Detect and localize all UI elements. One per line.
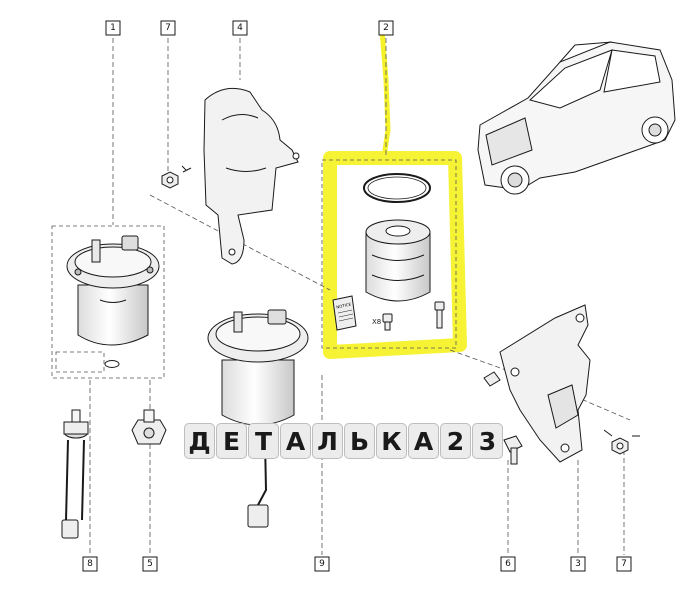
- filter-housing-icon: [207, 309, 309, 528]
- bolt-icon: [434, 301, 445, 329]
- quantity-label: X8: [372, 318, 381, 326]
- filter-housing-icon: [66, 235, 160, 346]
- sensor-icon: [131, 409, 167, 445]
- seal-subframe: [55, 351, 105, 373]
- sensor-icon: [61, 409, 89, 539]
- bolt-icon: [503, 435, 523, 465]
- fuel-filter-cartridge-icon: [365, 219, 431, 302]
- seal-ring-icon: [363, 173, 431, 203]
- callout-label: 7: [165, 23, 171, 33]
- callout-label: 2: [383, 23, 389, 33]
- bracket-icon: [499, 304, 591, 463]
- callout-label: 4: [237, 23, 243, 33]
- heat-shield-icon: [203, 87, 300, 265]
- kit-leaflet: NOTICE: [332, 295, 357, 331]
- callout-7: 7: [616, 556, 632, 572]
- kit-leaflet-label: NOTICE: [336, 301, 352, 309]
- leader-lines: [89, 30, 631, 555]
- bolt-icon: [382, 313, 393, 331]
- assembly-1-frame: [51, 225, 165, 379]
- callout-6: 6: [500, 556, 516, 572]
- callout-9: 9: [314, 556, 330, 572]
- nut-icon: [603, 429, 640, 455]
- car-icon: [477, 41, 676, 195]
- callout-label: 8: [87, 559, 93, 569]
- callout-5: 5: [142, 556, 158, 572]
- callout-3: 3: [570, 556, 586, 572]
- callout-label: 9: [319, 559, 325, 569]
- kit-2-frame: [321, 159, 457, 349]
- callout-label: 7: [621, 559, 627, 569]
- nut-icon: [161, 165, 192, 189]
- callout-2: 2: [378, 20, 394, 36]
- callout-8: 8: [82, 556, 98, 572]
- bolt-icon: [483, 371, 501, 387]
- seal-ring-inner: [367, 176, 427, 200]
- callout-label: 3: [575, 559, 581, 569]
- callout-4: 4: [232, 20, 248, 36]
- callout-boxes: 1 7 4 2 8 5 9 6 3 7: [82, 20, 632, 572]
- kit-highlight: [323, 27, 467, 359]
- callout-label: 5: [147, 559, 153, 569]
- callout-1: 1: [105, 20, 121, 36]
- seal-ring-icon: [104, 360, 120, 368]
- callout-7: 7: [160, 20, 176, 36]
- callout-label: 1: [110, 23, 116, 33]
- callout-label: 6: [505, 559, 511, 569]
